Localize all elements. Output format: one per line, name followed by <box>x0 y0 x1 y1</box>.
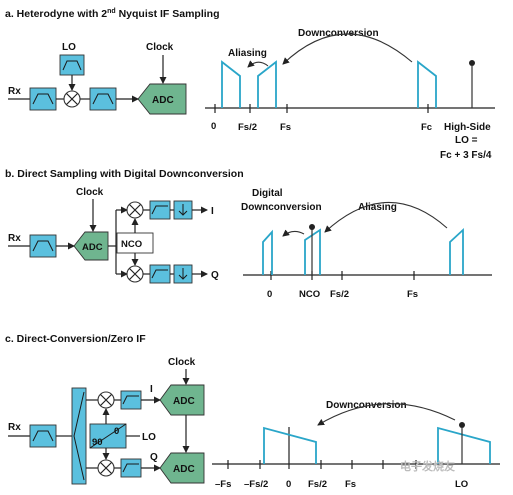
lo-tone-a <box>469 60 475 66</box>
high-side-label-2: LO = <box>455 135 478 146</box>
mixer-i-icon-c <box>97 391 115 409</box>
rx-label: Rx <box>8 86 21 97</box>
svg-text:ADC: ADC <box>173 464 195 475</box>
adc-q-block-c: ADC <box>159 452 205 484</box>
rx-label-c: Rx <box>8 422 21 433</box>
lo-filter-icon <box>59 54 85 76</box>
tick-fs2-c: Fs/2 <box>308 479 327 490</box>
tick-neg-fs-c: –Fs <box>215 479 231 490</box>
panel-a: a. Heterodyne with 2nd Nyquist IF Sampli… <box>5 8 495 161</box>
adc-block-b: ADC <box>73 231 109 261</box>
rf-signal-b <box>449 227 464 275</box>
tick-0-b: 0 <box>267 289 272 300</box>
mixer-i-icon-b <box>126 201 144 219</box>
downconversion-label-b: Downconversion <box>241 202 322 213</box>
decimator-q-icon-b <box>173 264 193 284</box>
baseband-signal-b <box>262 229 273 275</box>
nco-tone-b <box>309 224 315 230</box>
lpf-q-icon-b <box>149 264 171 284</box>
mixer-q-icon-c <box>97 459 115 477</box>
if-filter-icon <box>89 87 117 111</box>
svg-text:90: 90 <box>92 437 103 448</box>
baseband-signal-c <box>263 426 317 464</box>
panel-b-title: b. Direct Sampling with Digital Downconv… <box>5 168 244 180</box>
lo-label-c: LO <box>142 432 156 443</box>
decimator-i-icon-b <box>173 200 193 220</box>
i-label-c: I <box>150 384 153 395</box>
lpf-i-icon-b <box>149 200 171 220</box>
rf-filter-icon-c <box>29 424 57 448</box>
tick-fs-a: Fs <box>280 122 291 133</box>
clock-label-c: Clock <box>168 357 196 368</box>
tick-0-c: 0 <box>286 479 291 490</box>
lo-label: LO <box>62 42 76 53</box>
svg-text:ADC: ADC <box>152 95 174 106</box>
clock-label-b: Clock <box>76 187 104 198</box>
lo-tone-c <box>459 422 465 428</box>
tick-lo-c: LO <box>455 479 468 490</box>
mixer-icon <box>63 90 81 108</box>
panel-b: b. Direct Sampling with Digital Downconv… <box>5 168 492 300</box>
if-signal-a <box>257 60 277 108</box>
svg-text:ADC: ADC <box>173 396 195 407</box>
tick-fs2-b: Fs/2 <box>330 289 349 300</box>
q-label-c: Q <box>150 452 158 463</box>
high-side-label-1: High-Side <box>444 122 491 133</box>
lpf-i-icon-c <box>120 390 142 410</box>
rf-signal-c <box>437 426 491 464</box>
high-side-label-3: Fc + 3 Fs/4 <box>440 150 492 161</box>
adc-i-block-c: ADC <box>159 384 205 416</box>
panel-a-title: a. Heterodyne with 2nd Nyquist IF Sampli… <box>5 8 220 20</box>
rf-signal-a <box>417 60 437 108</box>
aliasing-label-a: Aliasing <box>228 48 267 59</box>
tick-neg-fs2-c: –Fs/2 <box>244 479 268 490</box>
mixer-q-icon-b <box>126 265 144 283</box>
aliased-signal-a <box>221 60 241 108</box>
svg-text:ADC: ADC <box>82 242 103 253</box>
tick-fs-b: Fs <box>407 289 418 300</box>
tick-fs2-a: Fs/2 <box>238 122 257 133</box>
phase-shifter-block: 90 0 <box>89 423 127 449</box>
tick-fc-a: Fc <box>421 122 432 133</box>
i-output-label-b: I <box>211 206 214 217</box>
nco-block: NCO <box>116 232 154 254</box>
tick-nco-b: NCO <box>299 289 320 300</box>
clock-label: Clock <box>146 42 174 53</box>
aliasing-label-b: Aliasing <box>358 202 397 213</box>
watermark: 电子发烧友 <box>400 459 455 473</box>
tick-0-a: 0 <box>211 121 216 132</box>
adc-block: ADC <box>137 83 187 115</box>
downconversion-label-a: Downconversion <box>298 28 379 39</box>
lpf-q-icon-c <box>120 458 142 478</box>
panel-c: c. Direct-Conversion/Zero IF Rx 90 0 <box>5 333 500 490</box>
digital-label-b: Digital <box>252 188 283 199</box>
rf-filter-icon <box>29 87 57 111</box>
panel-c-title: c. Direct-Conversion/Zero IF <box>5 333 146 345</box>
rx-label-b: Rx <box>8 233 21 244</box>
svg-text:0: 0 <box>114 426 119 437</box>
tick-fs-c: Fs <box>345 479 356 490</box>
svg-text:NCO: NCO <box>121 239 142 250</box>
splitter-block-c <box>71 387 87 485</box>
q-output-label-b: Q <box>211 270 219 281</box>
rf-filter-icon-b <box>29 234 57 258</box>
